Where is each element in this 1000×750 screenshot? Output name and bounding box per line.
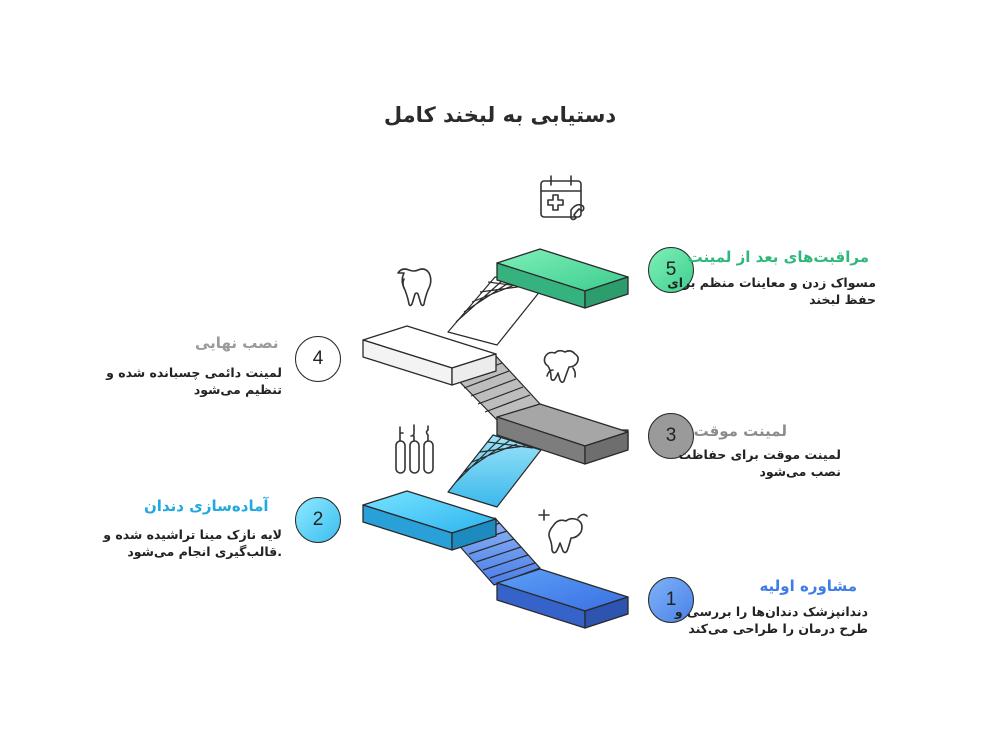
teeth-icon [543, 349, 579, 384]
step-1-title: مشاوره اولیه [759, 577, 857, 595]
page-title: دستیابی به لبخند کامل [383, 103, 617, 127]
tooth-icon [397, 268, 432, 307]
platform-2 [362, 490, 497, 551]
stairs-2-to-3 [447, 434, 542, 508]
step-5-number-circle: 5 [648, 247, 694, 293]
step-4-title: نصب نهایی [195, 334, 279, 352]
medical-calendar-icon [540, 175, 585, 221]
step-2-description: لایه نازک مینا تراشیده شده و .قالب‌گیری … [103, 527, 282, 559]
tooth-sparkle-icon [538, 509, 588, 554]
dental-tools-icon [395, 424, 434, 474]
step-4-number-circle: 4 [295, 336, 341, 382]
step-5-title: مراقبت‌های بعد از لمینت [687, 248, 869, 266]
step-4-description: لمینت دائمی چسبانده شده و تنظیم می‌شود [106, 365, 282, 397]
platform-4 [362, 325, 497, 386]
step-2-title: آماده‌سازی دندان [144, 497, 269, 515]
platform-3 [496, 403, 629, 465]
step-3-title: لمینت موقت [693, 422, 787, 440]
step-5-description: مسواک زدن و معاینات منظم برای حفظ لبخند [667, 275, 876, 307]
step-3-description: لمینت موقت برای حفاظت نصب می‌شود [678, 447, 841, 479]
platform-1 [496, 568, 629, 629]
step-2-number-circle: 2 [295, 497, 341, 543]
step-1-description: دندانپزشک دندان‌ها را بررسی و طرح درمان … [674, 604, 868, 636]
step-3-number-circle: 3 [648, 413, 694, 459]
step-1-number-circle: 1 [648, 577, 694, 623]
platform-5 [496, 248, 629, 309]
